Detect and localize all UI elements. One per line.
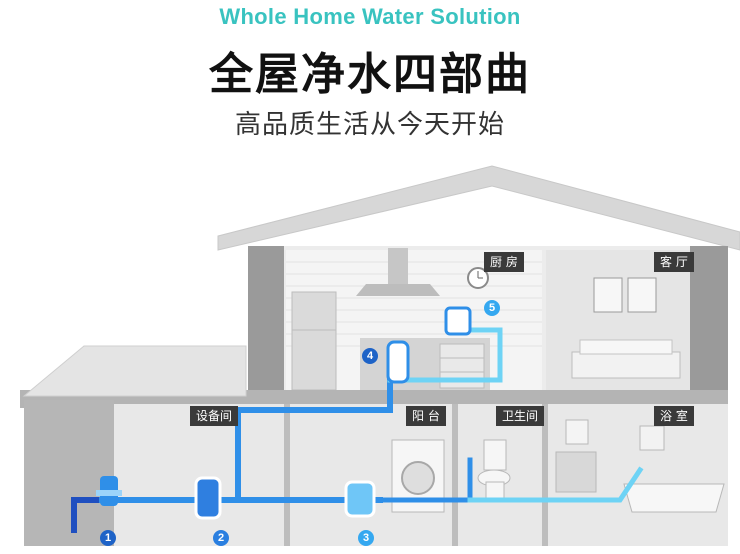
range-hood (388, 248, 408, 286)
device-1-icon (96, 476, 122, 506)
label-kitchen: 厨 房 (484, 252, 524, 272)
device-4-icon (386, 340, 410, 384)
label-balcony: 阳 台 (406, 406, 446, 426)
step-3: 3 (358, 530, 374, 546)
subtitle-en: Whole Home Water Solution (219, 4, 521, 29)
fridge (291, 291, 337, 391)
step-2: 2 (213, 530, 229, 546)
lower-floor (24, 404, 728, 546)
label-equipment-room: 设备间 (190, 406, 239, 426)
device-2-icon (194, 476, 222, 520)
roof (217, 165, 740, 251)
sink-cabinet (555, 451, 597, 493)
toilet (483, 439, 507, 471)
sofa (571, 351, 681, 379)
step-1: 1 (100, 530, 116, 546)
bathtub (623, 483, 725, 513)
step-4: 4 (362, 348, 378, 364)
device-3-icon (344, 480, 376, 518)
tagline: 高品质生活从今天开始 (234, 110, 505, 140)
house-illustration (20, 165, 740, 546)
device-5-icon (444, 306, 472, 336)
label-toilet: 卫生间 (496, 406, 545, 426)
label-living-room: 客 厅 (654, 252, 694, 272)
page-title: 全屋净水四部曲 (209, 49, 531, 100)
label-bathroom: 浴 室 (654, 406, 694, 426)
step-5: 5 (484, 300, 500, 316)
